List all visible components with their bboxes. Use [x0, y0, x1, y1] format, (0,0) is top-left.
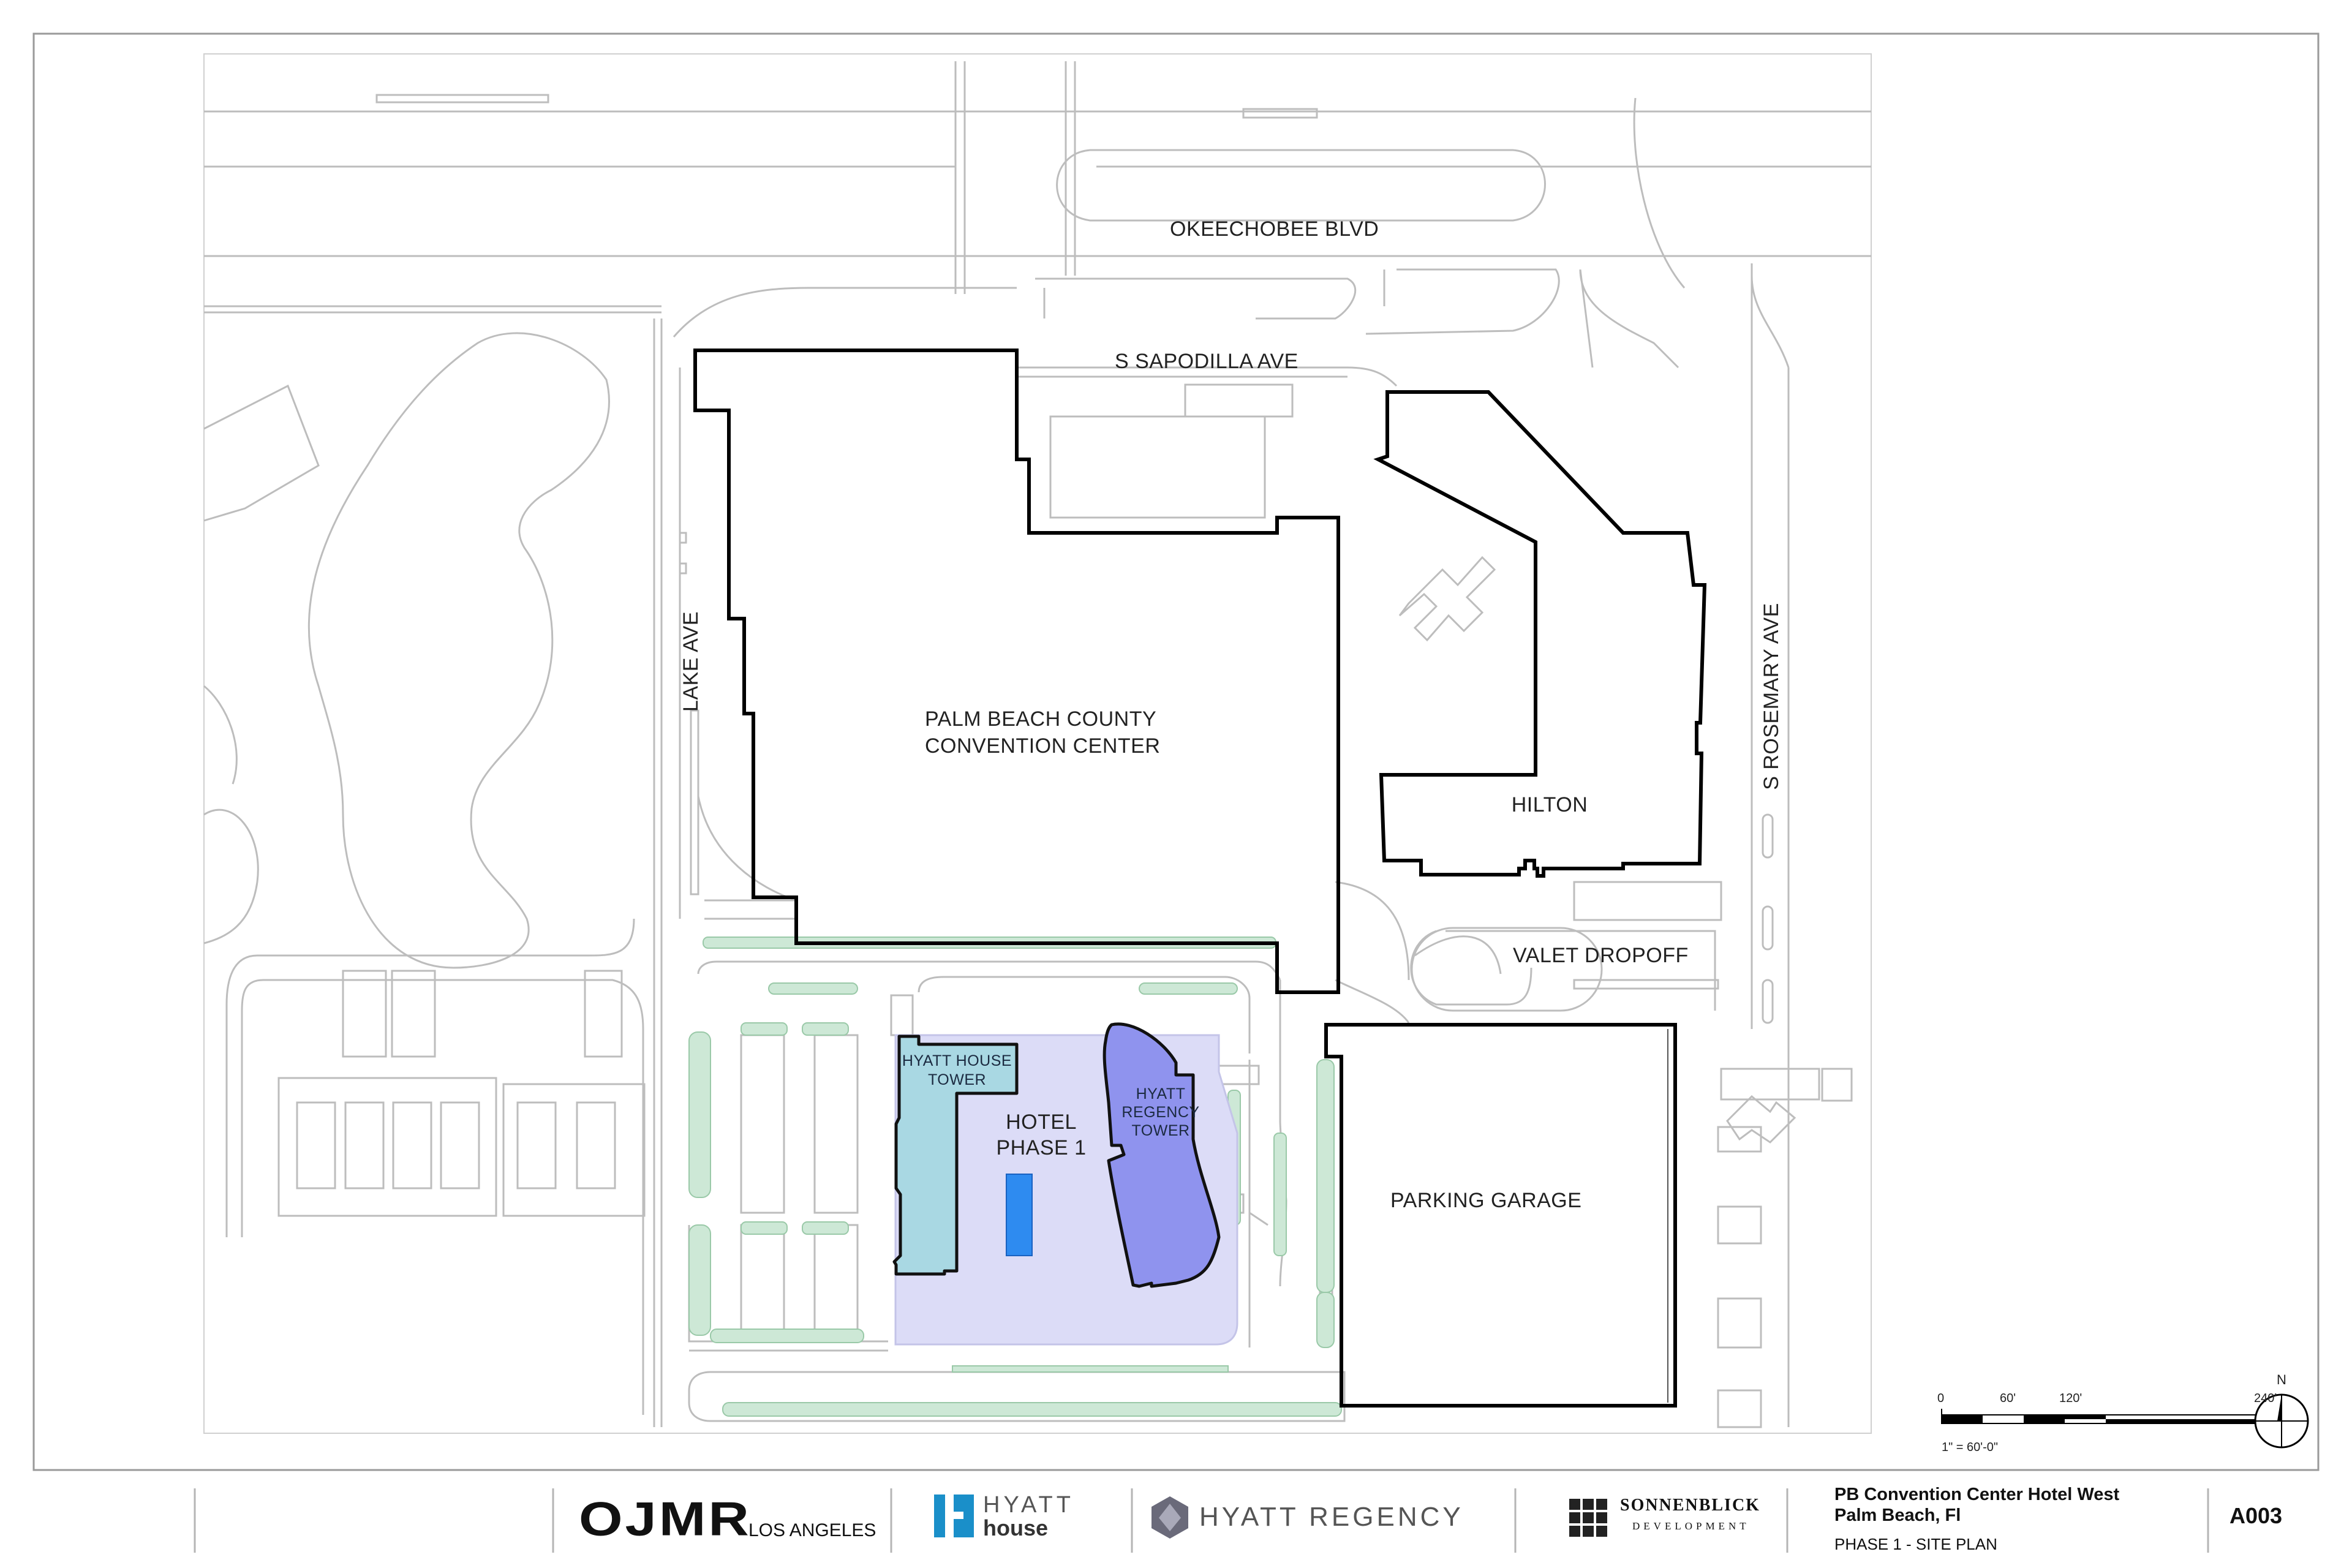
- hotel-phase-label-line1: HOTEL: [1006, 1110, 1077, 1134]
- hyatt-house-tower: [892, 1035, 1019, 1276]
- hyatt-house-text-top: HYATT: [983, 1492, 1074, 1518]
- hilton-label: HILTON: [1511, 793, 1588, 816]
- sonnenblick-mark: [1569, 1499, 1607, 1537]
- parking-garage-label: PARKING GARAGE: [1390, 1189, 1582, 1212]
- sheet-title: PHASE 1 - SITE PLAN: [1834, 1535, 1997, 1553]
- drawing-frame: [203, 53, 1872, 1434]
- sonnenblick-text-top: SONNENBLICK: [1620, 1496, 1760, 1515]
- convention-center-outline: [693, 349, 1340, 994]
- north-label: N: [2277, 1372, 2286, 1387]
- hyatt-house-mark: [934, 1494, 974, 1537]
- title-block-dividers: [194, 1488, 2209, 1553]
- hilton-outline: [1373, 390, 1707, 878]
- hyatt-house-text-bottom: house: [983, 1515, 1049, 1540]
- hyatt-house-tower-label-line2: TOWER: [927, 1071, 987, 1088]
- okeechobee-blvd-label: OKEECHOBEE BLVD: [1170, 217, 1379, 241]
- convention-center-label-line1: PALM BEACH COUNTY: [925, 707, 1157, 731]
- ojmr-logo: OJMR: [579, 1492, 752, 1546]
- hyatt-regency-text: HYATT REGENCY: [1199, 1502, 1464, 1532]
- landscape-areas: [688, 937, 1342, 1417]
- valet-dropoff-label: VALET DROPOFF: [1513, 944, 1689, 967]
- project-location: Palm Beach, Fl: [1834, 1506, 1961, 1525]
- sapodilla-ave-label: S SAPODILLA AVE: [1115, 350, 1298, 373]
- sheet-border: [32, 32, 2320, 1471]
- sonnenblick-text-bottom: DEVELOPMENT: [1632, 1520, 1750, 1532]
- project-name: PB Convention Center Hotel West: [1834, 1485, 2120, 1504]
- ojmr-city: LOS ANGELES: [748, 1520, 876, 1540]
- parking-garage-outline: [1324, 1023, 1677, 1408]
- hyatt-regency-tower-label-line1: HYATT: [1136, 1085, 1186, 1102]
- scale-tick-0: 0: [1937, 1392, 1945, 1405]
- sheet-number: A003: [2230, 1503, 2283, 1528]
- scale-note: 1" = 60'-0": [1942, 1441, 1998, 1454]
- pool: [1006, 1174, 1033, 1256]
- scale-bar: [1941, 1409, 2270, 1424]
- hyatt-house-tower-label-line1: HYATT HOUSE: [902, 1052, 1012, 1069]
- scale-tick-60: 60': [2000, 1392, 2016, 1405]
- hyatt-regency-mark: [1152, 1496, 1188, 1539]
- hyatt-regency-tower-label-line2: REGENCY: [1121, 1104, 1200, 1121]
- convention-center-label-line2: CONVENTION CENTER: [925, 734, 1161, 758]
- north-arrow: [2254, 1393, 2309, 1449]
- hyatt-regency-tower-label-line3: TOWER: [1131, 1122, 1190, 1139]
- hyatt-regency-tower: [1102, 1022, 1221, 1288]
- scale-tick-120: 120': [2059, 1392, 2082, 1405]
- rosemary-ave-label: S ROSEMARY AVE: [1760, 603, 1783, 790]
- scale-tick-240: 240': [2254, 1392, 2277, 1405]
- lake-ave-label: LAKE AVE: [679, 611, 703, 712]
- hotel-phase-label-line2: PHASE 1: [996, 1136, 1087, 1159]
- context-linework: [203, 61, 1871, 1428]
